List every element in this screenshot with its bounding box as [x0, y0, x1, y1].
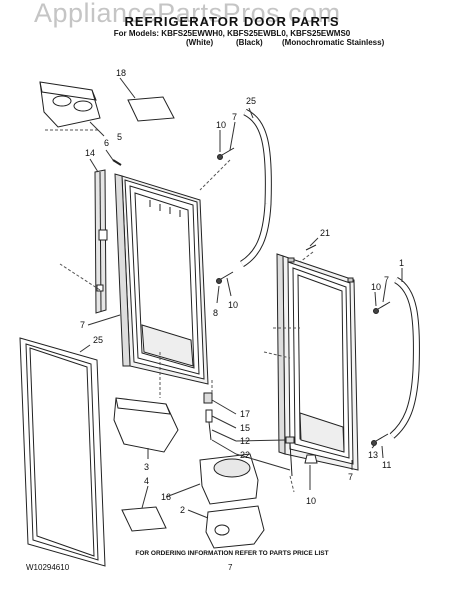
top-door-bin [39, 81, 101, 128]
part-number-25: 25 [246, 96, 256, 106]
part-number-16: 16 [161, 492, 171, 502]
part-number-10: 10 [216, 120, 226, 130]
fasteners [112, 147, 391, 446]
right-door [276, 253, 359, 471]
part-number-10: 10 [306, 496, 316, 506]
part-number-4: 4 [144, 476, 149, 486]
part-number-7: 7 [348, 472, 353, 482]
part-number-7: 7 [80, 320, 85, 330]
door-gasket [19, 337, 106, 567]
part-number-3: 3 [144, 462, 149, 472]
part-number-15: 15 [240, 423, 250, 433]
part-number-7: 7 [384, 275, 389, 285]
document-number: W10294610 [26, 563, 70, 572]
page-title: REFRIGERATOR DOOR PARTS [124, 14, 340, 29]
variant-black: (Black) [236, 38, 263, 47]
part-number-12: 12 [240, 436, 250, 446]
part-number-6: 6 [104, 138, 109, 148]
part-number-25: 25 [93, 335, 103, 345]
part-number-13: 13 [368, 450, 378, 460]
left-door [114, 173, 209, 385]
part-number-22: 22 [240, 450, 250, 460]
part-number-10: 10 [228, 300, 238, 310]
lower-door-bin [113, 397, 179, 453]
part-callouts: 1856141072521710181072513111715122234162… [80, 68, 404, 515]
part-number-5: 5 [117, 132, 122, 142]
page-number: 7 [228, 563, 233, 572]
part-number-1: 1 [399, 258, 404, 268]
dispenser-cover [199, 453, 259, 505]
assembly-lines [45, 129, 314, 493]
part-number-17: 17 [240, 409, 250, 419]
part-number-14: 14 [85, 148, 95, 158]
model-list: For Models: KBFS25EWWH0, KBFS25EWBL0, KB… [113, 29, 351, 38]
dispenser-bin [205, 505, 265, 549]
watermark: AppliancePartsPros.com [34, 0, 341, 28]
hinge-strip [94, 169, 108, 314]
leader-lines [79, 77, 403, 519]
part-number-8: 8 [213, 308, 218, 318]
hinge-parts [203, 392, 318, 477]
part-number-18: 18 [116, 68, 126, 78]
part-number-21: 21 [320, 228, 330, 238]
part-number-11: 11 [382, 460, 391, 470]
part-number-10: 10 [371, 282, 381, 292]
variant-white: (White) [186, 38, 214, 47]
part-number-2: 2 [180, 505, 185, 515]
ordering-note: FOR ORDERING INFORMATION REFER TO PARTS … [135, 550, 329, 557]
shelf-insert-bottom [121, 506, 167, 532]
part-number-7: 7 [232, 112, 237, 122]
variant-stainless: (Monochromatic Stainless) [282, 38, 385, 47]
shelf-insert-top [127, 96, 175, 122]
